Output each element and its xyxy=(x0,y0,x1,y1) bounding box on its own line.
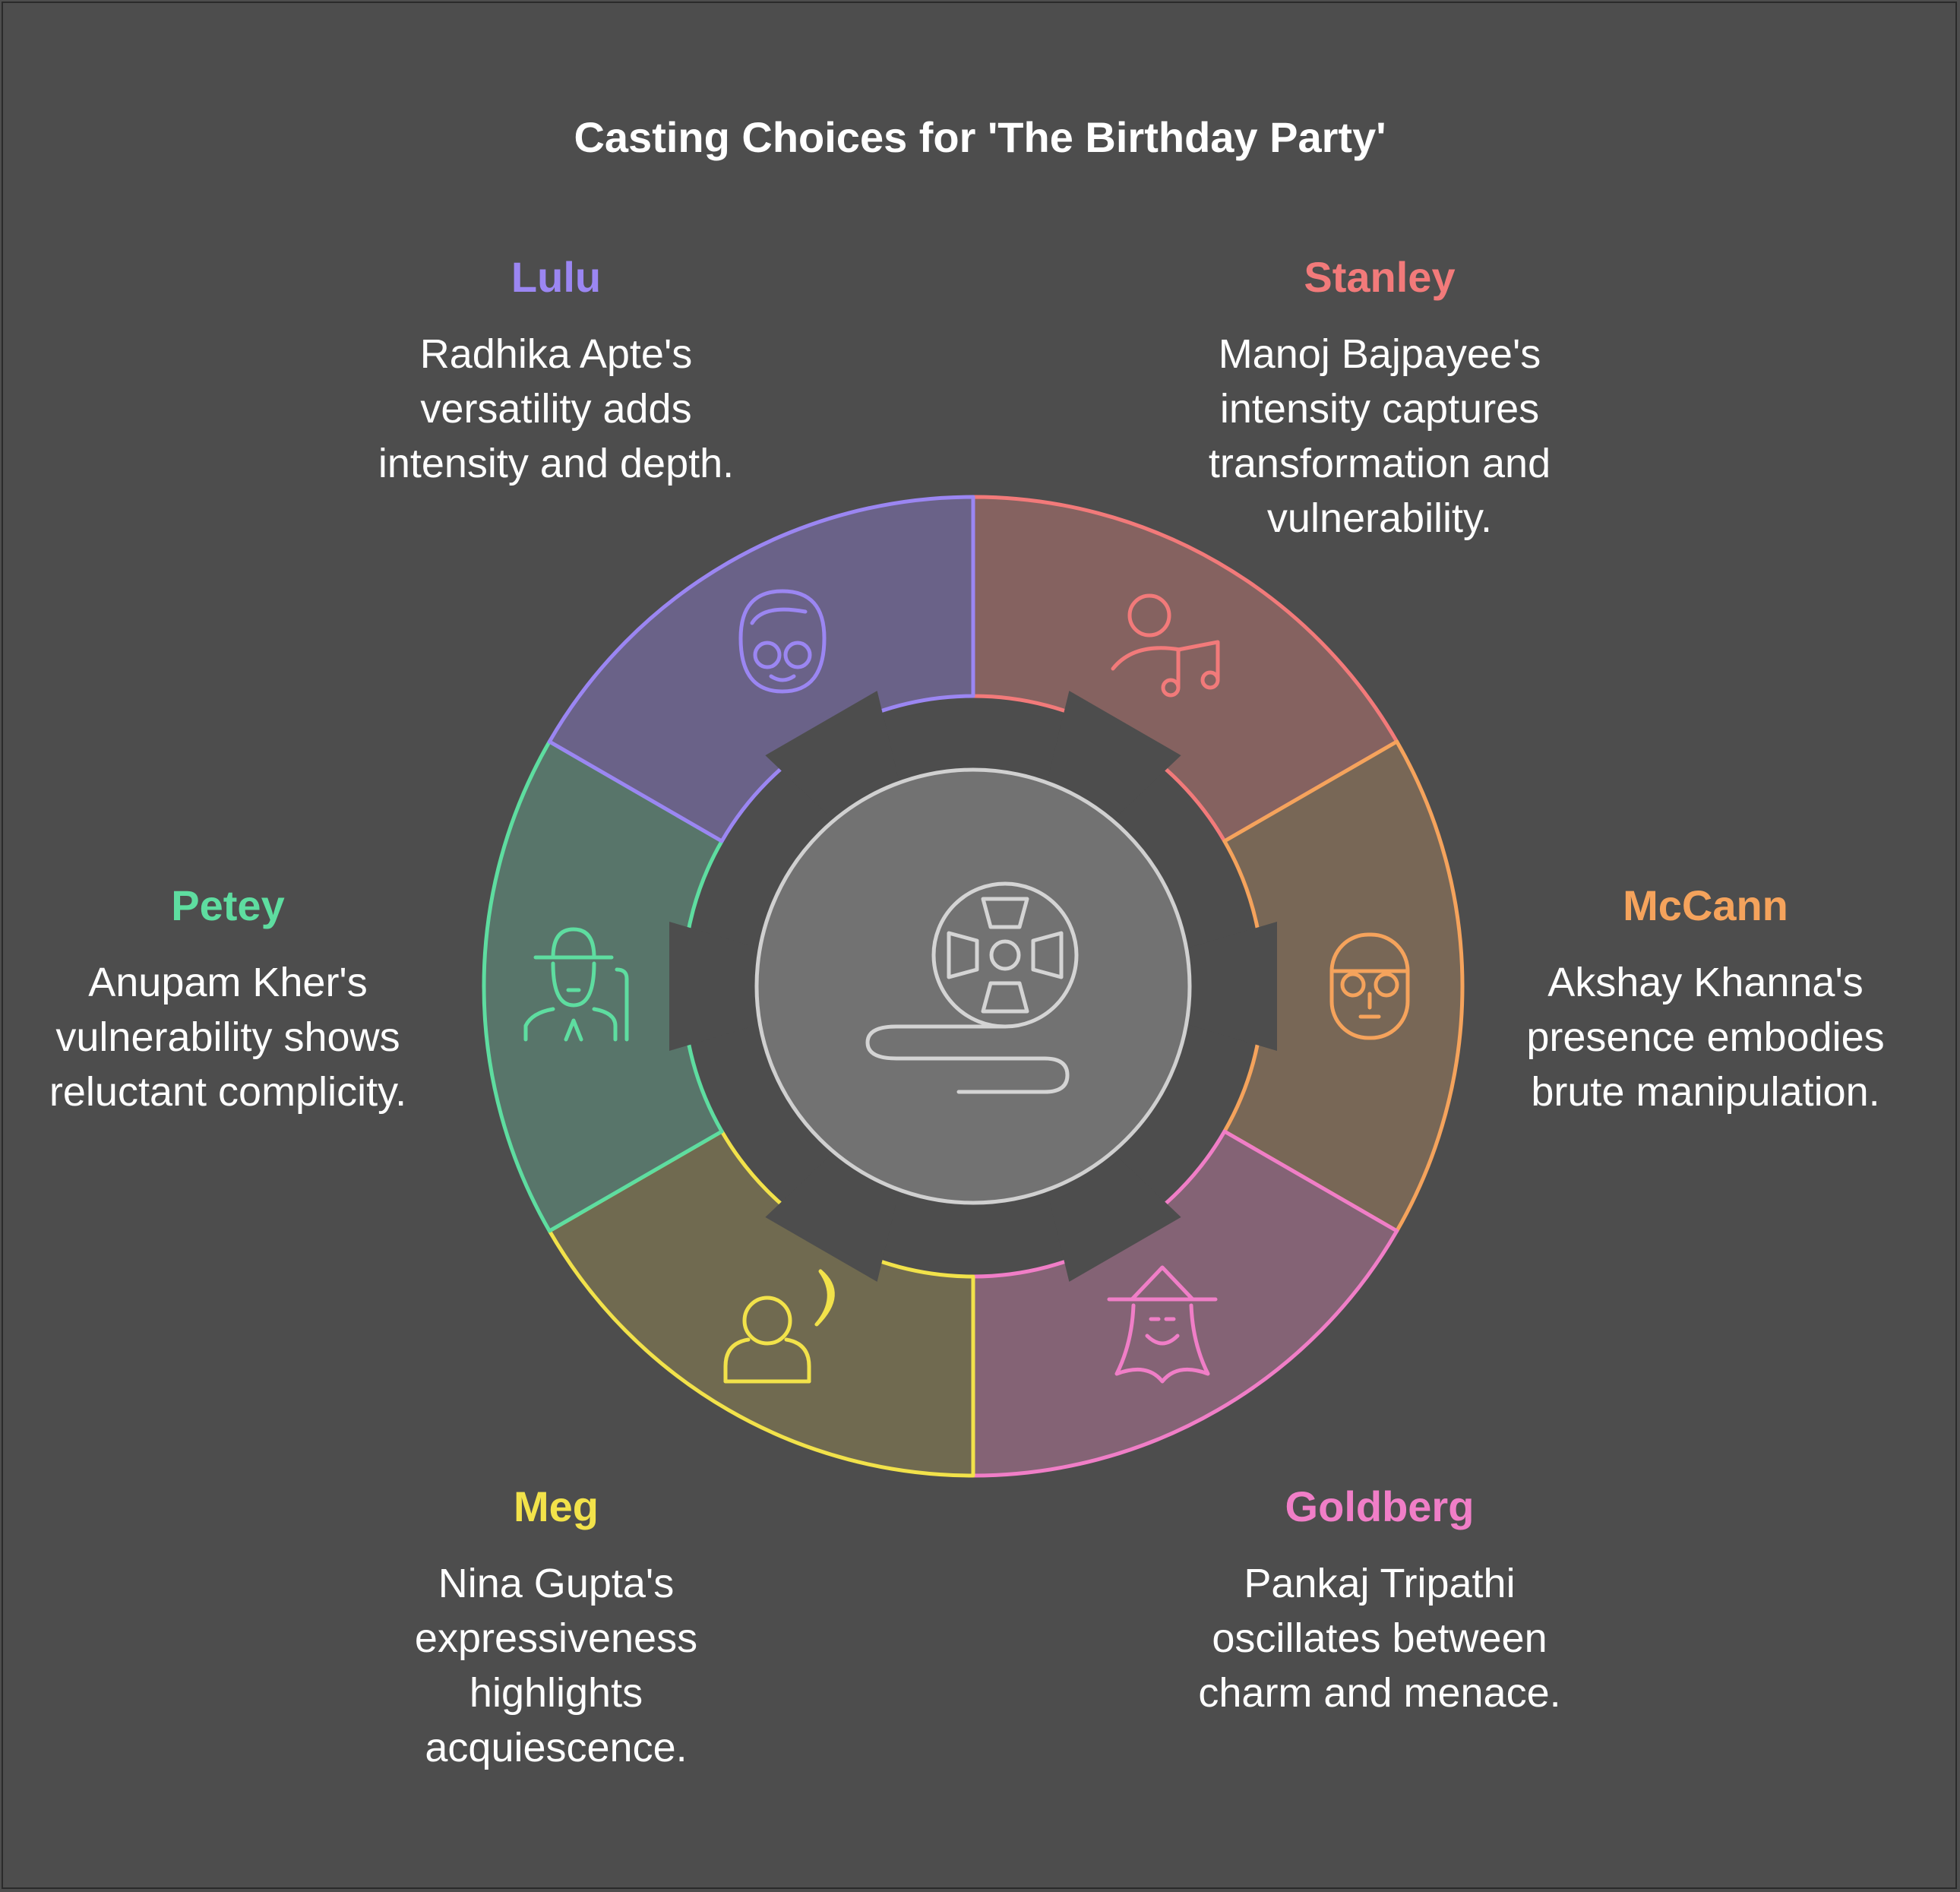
bearded-wizard-icon xyxy=(1107,1265,1218,1384)
diagram-title: Casting Choices for 'The Birthday Party' xyxy=(574,113,1386,161)
stanley-block: Stanley Manoj Bajpayee's intensity captu… xyxy=(1167,251,1592,546)
ring-gap-1 xyxy=(1178,922,1277,1051)
ring-gap-4 xyxy=(669,922,768,1051)
ring-gap-5 xyxy=(765,691,902,827)
old-man-hat-icon xyxy=(523,927,629,1042)
stanley-name: Stanley xyxy=(1304,253,1456,301)
petey-name: Petey xyxy=(171,881,285,929)
petey-description: Anupam Kher's vulnerability shows reluct… xyxy=(49,960,407,1115)
woman-face-mask-icon xyxy=(738,589,827,694)
mccann-block: McCann Akshay Khanna's presence embodies… xyxy=(1493,879,1918,1119)
lulu-block: Lulu Radhika Apte's versatility adds int… xyxy=(343,251,769,491)
goldberg-block: Goldberg Pankaj Tripathi oscillates betw… xyxy=(1167,1480,1592,1720)
woman-moon-icon xyxy=(723,1269,835,1384)
masked-face-icon xyxy=(1329,932,1410,1040)
meg-block: Meg Nina Gupta's expressiveness highligh… xyxy=(343,1480,769,1775)
person-music-icon xyxy=(1111,593,1220,698)
mccann-name: McCann xyxy=(1623,881,1788,929)
ring-gap-0 xyxy=(1045,691,1181,827)
goldberg-description: Pankaj Tripathi oscillates between charm… xyxy=(1198,1561,1561,1716)
ring-gap-2 xyxy=(1045,1146,1181,1282)
meg-name: Meg xyxy=(514,1482,599,1530)
mccann-description: Akshay Khanna's presence embodies brute … xyxy=(1526,960,1885,1115)
stanley-description: Manoj Bajpayee's intensity captures tran… xyxy=(1208,331,1551,541)
lulu-name: Lulu xyxy=(511,253,602,301)
petey-block: Petey Anupam Kher's vulnerability shows … xyxy=(15,879,441,1119)
lulu-description: Radhika Apte's versatility adds intensit… xyxy=(378,331,735,486)
meg-description: Nina Gupta's expressiveness highlights a… xyxy=(414,1561,698,1770)
goldberg-name: Goldberg xyxy=(1285,1482,1475,1530)
film-reel-icon xyxy=(865,881,1079,1094)
center-hub xyxy=(754,767,1192,1205)
ring-gap-3 xyxy=(765,1146,902,1282)
